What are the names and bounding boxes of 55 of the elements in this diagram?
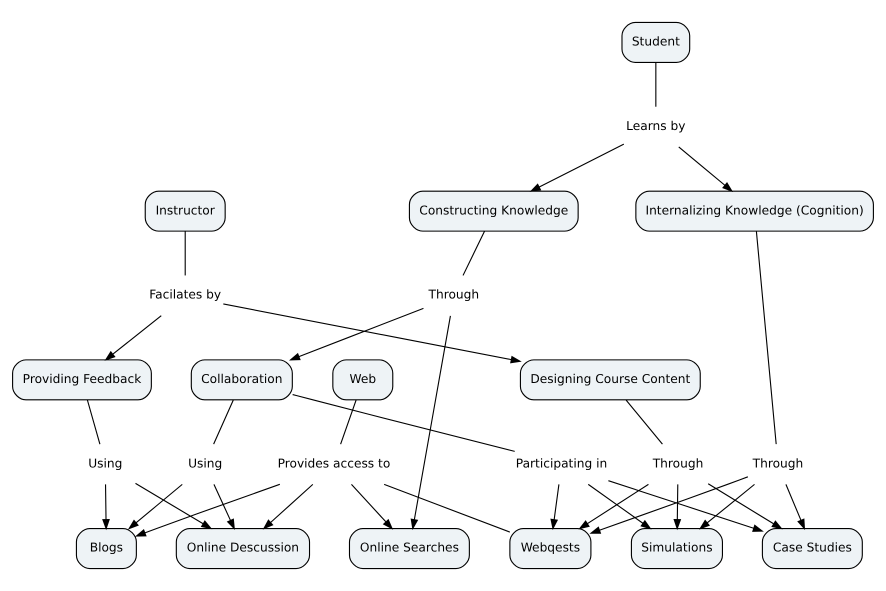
connector [213,400,234,444]
node-box: Providing Feedback [12,359,152,400]
arrow [785,484,806,530]
arrow [410,316,451,530]
node-box: Designing Course Content [520,359,701,400]
arrow [530,144,624,192]
arrow [134,484,280,537]
connector [184,231,186,276]
arrow [135,482,212,530]
arrow [708,483,783,530]
arrow [550,484,560,530]
node-text: Using [88,456,122,470]
arrow [262,484,314,530]
connector [384,484,510,533]
arrow [128,484,183,530]
connector [292,394,515,452]
connector [655,62,656,107]
node-box: Online Descussion [176,528,310,570]
node-text: Participating in [516,456,608,470]
connector [86,400,100,444]
node-text: Using [188,456,222,470]
node-box: Constructing Knowledge [408,190,579,232]
arrow [213,484,235,530]
node-box: Blogs [76,528,137,570]
arrow [678,146,734,192]
arrow [223,303,522,364]
node-text: Learns by [626,118,686,133]
arrow [289,308,424,360]
node-box: Instructor [144,190,226,232]
node-box: Simulations [630,528,723,570]
node-box: Student [621,22,690,63]
arrow [351,484,394,530]
node-text: Facilates by [149,288,222,302]
arrow [104,315,162,361]
arrow [578,484,649,530]
node-text: Through [428,288,480,302]
arrow [673,484,682,530]
node-box: Case Studies [762,528,863,570]
arrow [698,484,755,530]
node-box: Web [332,359,394,400]
arrow [102,484,110,530]
node-text: Through [652,456,704,470]
node-text: Provides access to [278,456,390,470]
connector [340,400,357,444]
node-box: Collaboration [190,359,293,400]
connector [626,400,663,445]
node-box: Online Searches [348,528,470,570]
connector [462,231,486,276]
node-box: Internalizing Knowledge (Cognition) [635,190,874,232]
arrow [588,484,652,530]
node-box: Webqests [509,528,592,570]
arrow [589,476,748,534]
connector [756,231,777,444]
node-text: Through [752,456,804,470]
arrow [608,480,764,532]
